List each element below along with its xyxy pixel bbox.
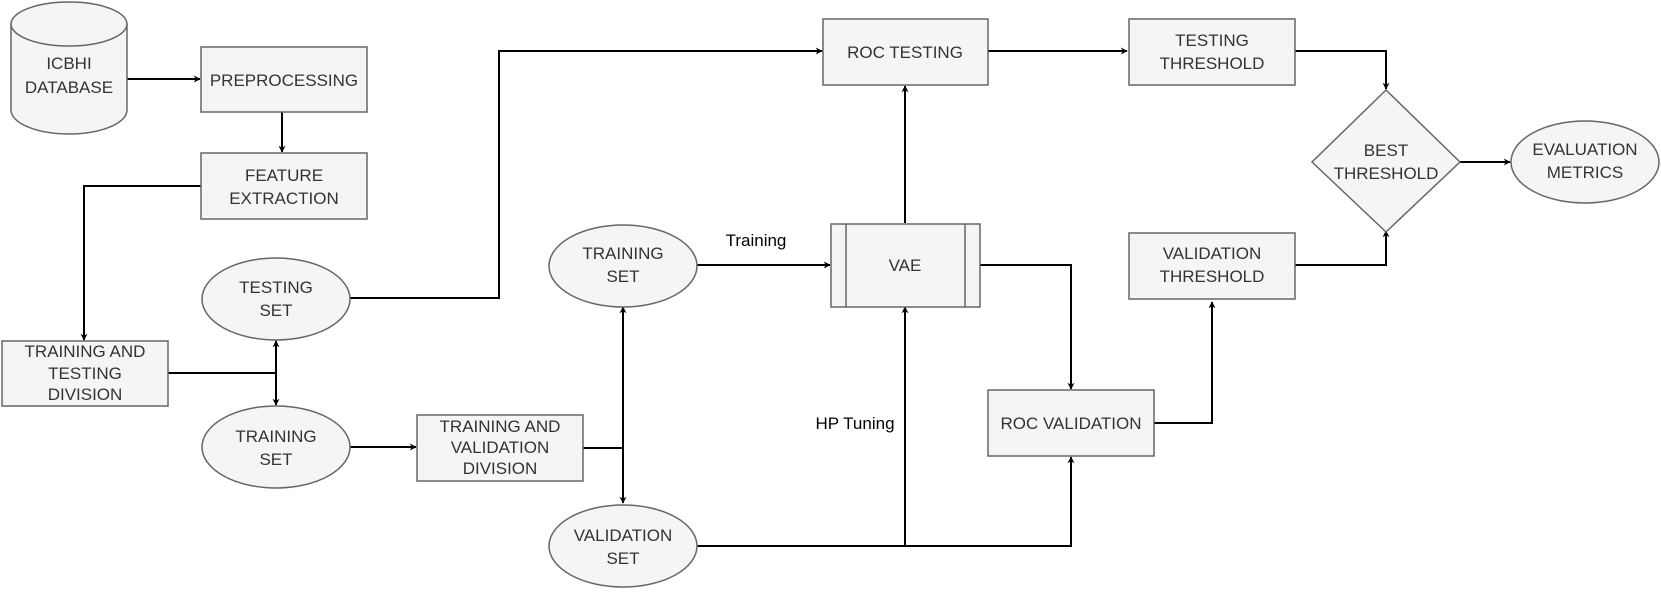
edge-roc-validation-to-validation-threshold: [1154, 301, 1216, 424]
node-label-line: SET: [606, 267, 639, 286]
node-label-line: VALIDATION: [451, 438, 550, 457]
node-label: ROC VALIDATION: [1000, 414, 1141, 433]
node-label-line: DATABASE: [25, 78, 113, 97]
best-threshold-node[interactable]: BEST THRESHOLD: [1310, 88, 1462, 234]
testing-set-node[interactable]: TESTING SET: [201, 257, 351, 341]
node-label-line: EXTRACTION: [229, 189, 339, 208]
node-label-line: THRESHOLD: [1160, 267, 1265, 286]
validation-set-node[interactable]: VALIDATION SET: [548, 504, 698, 588]
validation-threshold-node[interactable]: VALIDATION THRESHOLD: [1128, 232, 1296, 300]
node-label-line: TRAINING AND: [25, 342, 146, 361]
node-label-line: TESTING: [239, 278, 313, 297]
node-label: VALIDATION SET: [574, 526, 673, 568]
training-set-left-node[interactable]: TRAINING SET: [201, 405, 351, 489]
node-label: TRAINING SET: [235, 427, 316, 469]
edge-label-training: Training: [726, 231, 787, 250]
node-label-line: TESTING: [1175, 31, 1249, 50]
edge-validation-set-to-roc-validation: [905, 456, 1075, 547]
node-label: VALIDATION THRESHOLD: [1160, 244, 1265, 286]
node-label-line: ROC TESTING: [847, 43, 963, 62]
node-label: EVALUATION METRICS: [1532, 140, 1637, 182]
node-label-line: METRICS: [1547, 163, 1624, 182]
testing-threshold-node[interactable]: TESTING THRESHOLD: [1128, 18, 1296, 86]
roc-validation-node[interactable]: ROC VALIDATION: [987, 389, 1155, 457]
node-label-line: TESTING: [48, 364, 122, 383]
node-label-line: SET: [259, 301, 292, 320]
preprocessing-node[interactable]: PREPROCESSING: [200, 46, 368, 113]
node-label: ROC TESTING: [847, 43, 963, 62]
node-label-line: BEST: [1364, 141, 1408, 160]
evaluation-metrics-node[interactable]: EVALUATION METRICS: [1510, 120, 1660, 204]
node-label-line: THRESHOLD: [1160, 54, 1265, 73]
edge-testing-threshold-to-best-threshold: [1295, 50, 1390, 90]
node-label-line: EVALUATION: [1532, 140, 1637, 159]
node-label-line: SET: [259, 450, 292, 469]
node-label-line: FEATURE: [245, 166, 323, 185]
node-label-line: TRAINING: [582, 244, 663, 263]
node-label-line: SET: [606, 549, 639, 568]
edge-feature-extraction-to-division: [80, 185, 201, 341]
node-label-line: VAE: [889, 256, 922, 275]
node-label-line: TRAINING: [235, 427, 316, 446]
node-label-line: DIVISION: [463, 459, 538, 478]
edge-testing-set-to-roc-testing: [349, 47, 823, 299]
training-validation-division-node[interactable]: TRAINING AND VALIDATION DIVISION: [416, 414, 584, 482]
node-label-line: DIVISION: [48, 385, 123, 404]
node-label: TESTING THRESHOLD: [1160, 31, 1265, 73]
training-testing-division-node[interactable]: TRAINING AND TESTING DIVISION: [1, 340, 169, 407]
icbhi-database-node[interactable]: ICBHI DATABASE: [10, 1, 128, 135]
node-label: TRAINING SET: [582, 244, 663, 286]
vae-node[interactable]: VAE: [830, 223, 981, 308]
training-set-mid-node[interactable]: TRAINING SET: [548, 224, 698, 308]
node-label-line: TRAINING AND: [440, 417, 561, 436]
node-label: VAE: [889, 256, 922, 275]
node-label-line: THRESHOLD: [1334, 164, 1439, 183]
node-label: TESTING SET: [239, 278, 313, 320]
node-label-line: VALIDATION: [574, 526, 673, 545]
node-label-line: PREPROCESSING: [210, 71, 358, 90]
node-label: TRAINING AND TESTING DIVISION: [25, 342, 146, 404]
node-label-line: ICBHI: [46, 54, 91, 73]
node-label-line: ROC VALIDATION: [1000, 414, 1141, 433]
edges: [80, 47, 1511, 547]
edge-vae-to-roc-validation: [980, 264, 1075, 390]
edge-label-hp-tuning: HP Tuning: [815, 414, 894, 433]
edge-validation-threshold-to-best-threshold: [1295, 230, 1390, 266]
roc-testing-node[interactable]: ROC TESTING: [822, 18, 989, 86]
node-label-line: VALIDATION: [1163, 244, 1262, 263]
node-label: FEATURE EXTRACTION: [229, 166, 339, 208]
node-label: TRAINING AND VALIDATION DIVISION: [440, 417, 561, 478]
node-label: BEST THRESHOLD: [1334, 141, 1439, 183]
node-label: ICBHI DATABASE: [25, 54, 113, 97]
feature-extraction-node[interactable]: FEATURE EXTRACTION: [200, 152, 368, 220]
node-label: PREPROCESSING: [210, 71, 358, 90]
